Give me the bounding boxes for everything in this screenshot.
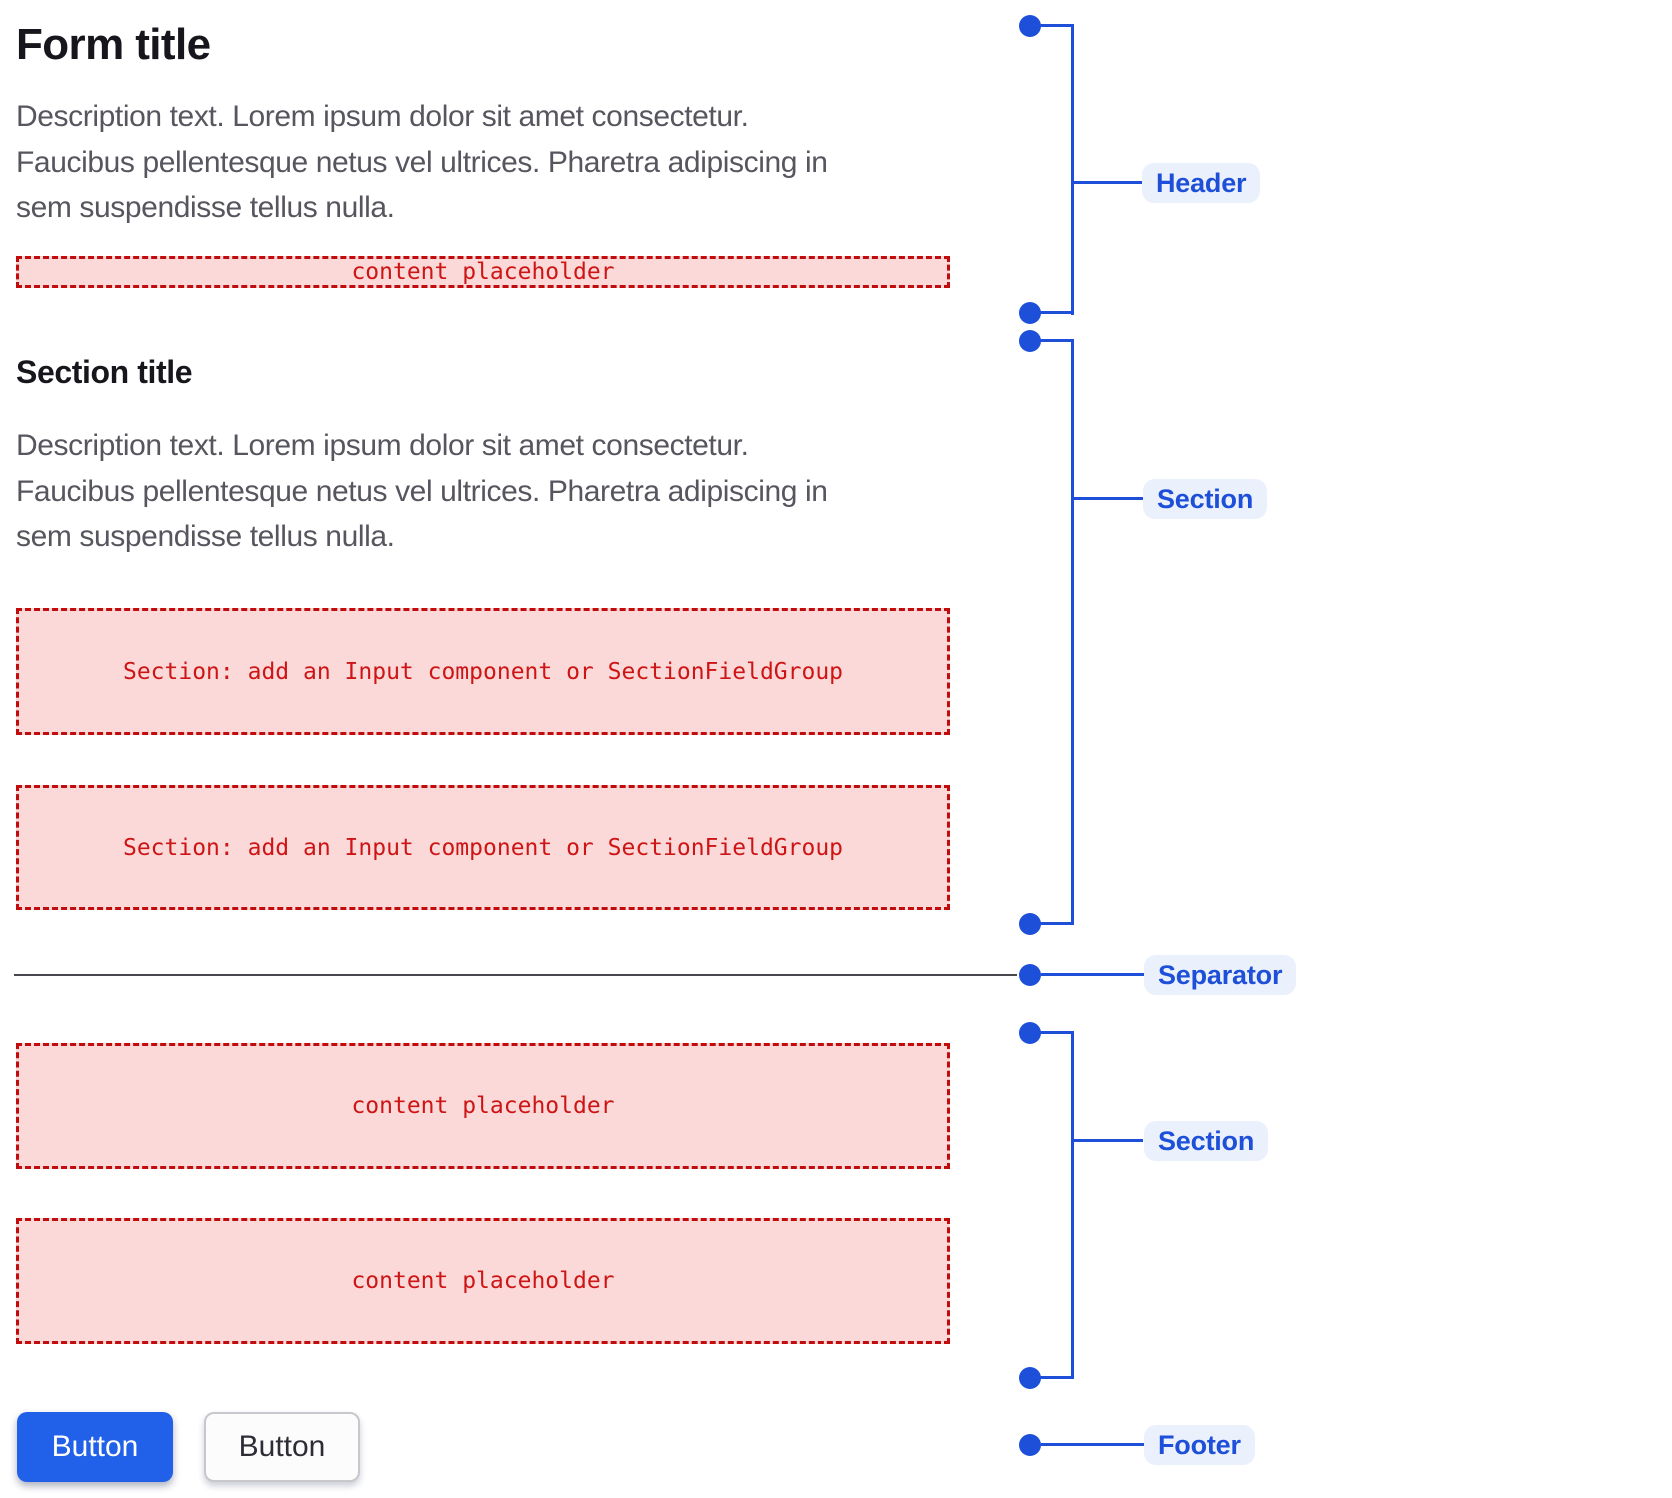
header-content-placeholder: content placeholder [16,256,950,288]
section1-bracket-top-stub [1030,339,1074,342]
section-description: Description text. Lorem ipsum dolor sit … [16,423,828,560]
header-bracket-bottom-dot [1019,302,1041,324]
section2-annotation-label: Section [1144,1121,1269,1161]
section1-bracket-bottom-stub [1030,922,1074,925]
section2-bracket-line [1071,1032,1074,1379]
section1-label-connector [1074,497,1143,500]
form-description-line: sem suspendisse tellus nulla. [16,191,395,224]
header-annotation-label: Header [1142,163,1261,203]
footer-label-connector [1041,1443,1144,1446]
section-field-placeholder: Section: add an Input component or Secti… [16,608,950,735]
form-description: Description text. Lorem ipsum dolor sit … [16,94,828,231]
placeholder-label: content placeholder [351,1093,615,1119]
form-description-line: Faucibus pellentesque netus vel ultrices… [16,145,828,179]
section-description-line: sem suspendisse tellus nulla. [16,520,395,553]
separator-dot [1019,964,1041,986]
footer-dot [1019,1434,1041,1456]
section1-annotation-label: Section [1143,479,1268,519]
section2-bracket-bottom-dot [1019,1367,1041,1389]
section2-content-placeholder: content placeholder [16,1043,950,1169]
placeholder-label: Section: add an Input component or Secti… [122,658,844,685]
header-bracket-line [1071,25,1074,315]
section-title: Section title [16,354,193,390]
primary-button[interactable]: Button [17,1412,173,1482]
section1-bracket-line [1071,340,1074,925]
header-label-connector [1074,181,1142,184]
placeholder-label: Section: add an Input component or Secti… [122,834,844,861]
placeholder-label: content placeholder [351,1268,615,1294]
secondary-button[interactable]: Button [204,1412,360,1482]
form-title: Form title [16,20,211,69]
footer-annotation-label: Footer [1144,1425,1255,1465]
separator-annotation-label: Separator [1144,955,1297,995]
section-description-line: Description text. Lorem ipsum dolor sit … [16,429,749,462]
header-bracket-bottom-stub [1030,311,1074,314]
separator-label-connector [1041,973,1144,976]
section-field-placeholder: Section: add an Input component or Secti… [16,785,950,910]
section2-label-connector [1074,1139,1143,1142]
section2-bracket-bottom-stub [1030,1376,1074,1379]
section2-content-placeholder: content placeholder [16,1218,950,1344]
section2-bracket-top-stub [1030,1031,1074,1034]
separator-line [14,974,1017,976]
placeholder-label: content placeholder [351,259,615,285]
form-description-line: Description text. Lorem ipsum dolor sit … [16,100,749,133]
header-bracket-top-stub [1030,24,1074,27]
section1-bracket-bottom-dot [1019,913,1041,935]
section-description-line: Faucibus pellentesque netus vel ultrices… [16,474,828,508]
